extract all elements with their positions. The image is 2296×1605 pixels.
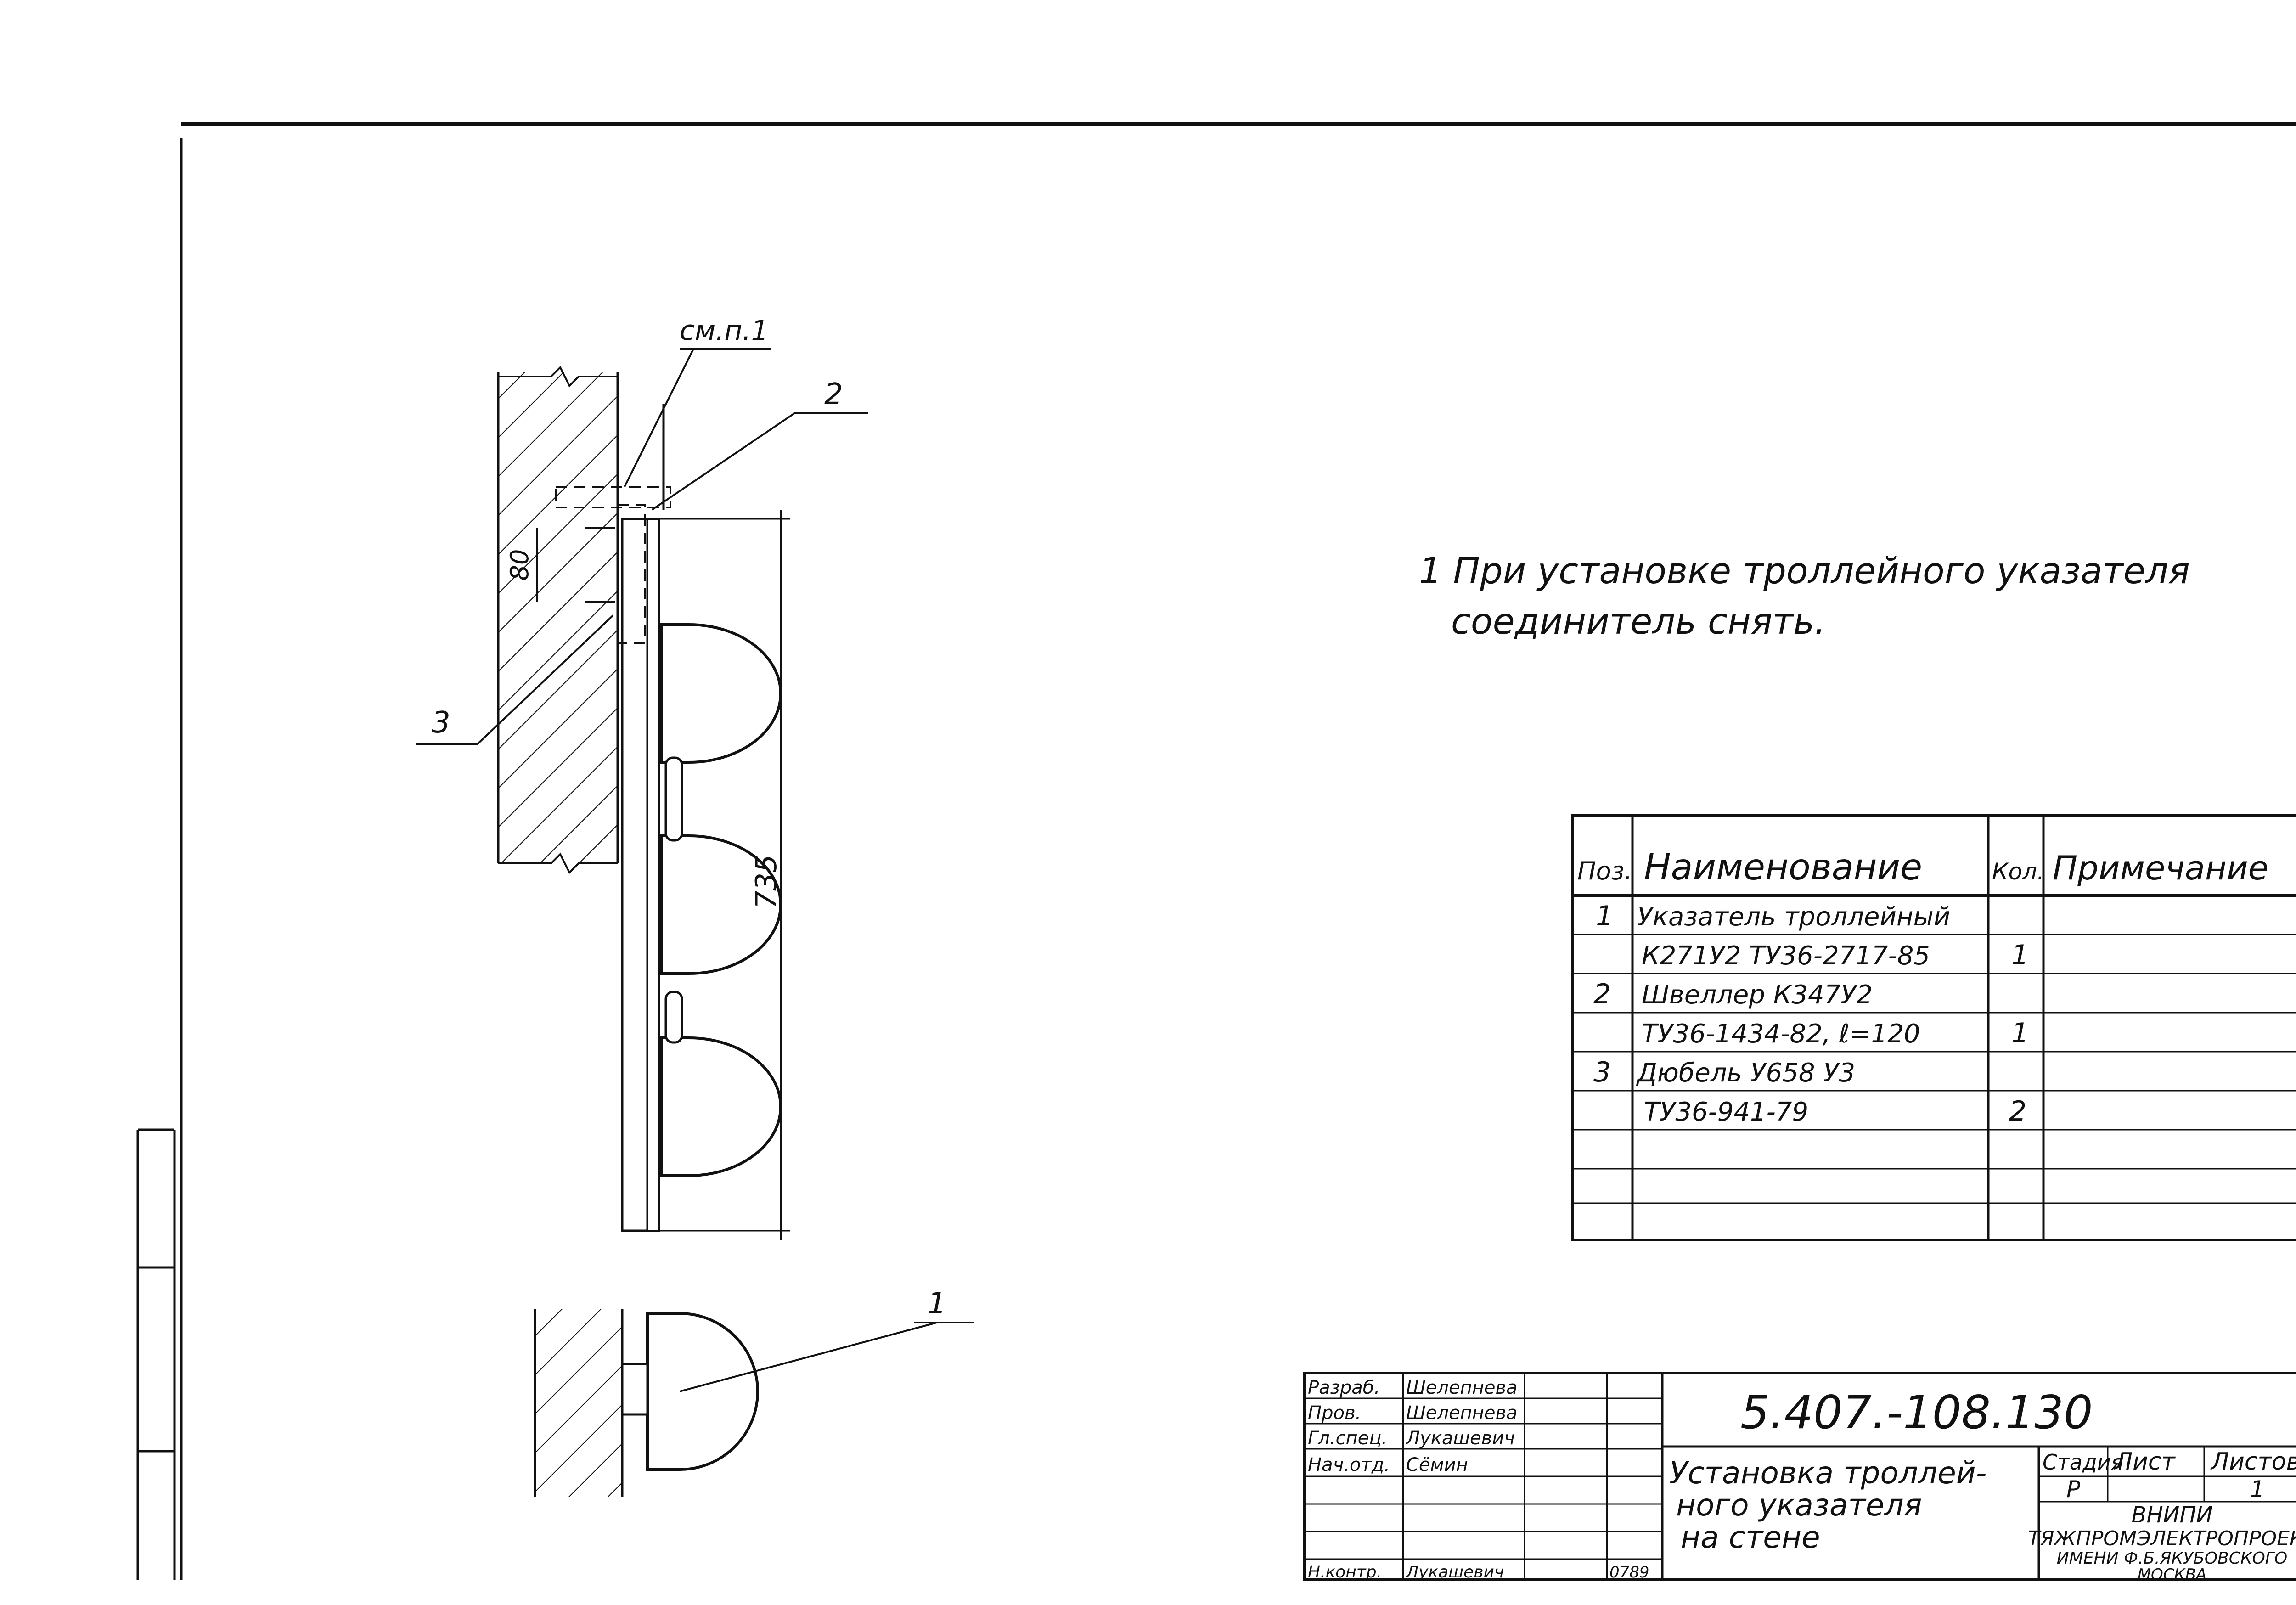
tb-role-1: Разраб. [1308, 1377, 1380, 1398]
tb-title-1: Установка троллей- [1669, 1455, 1987, 1491]
tb-name-2: Шелепнева [1406, 1402, 1518, 1424]
tb-designation: 5.407.-108.130 [1740, 1385, 2093, 1439]
dimension-height: 735 [749, 855, 783, 909]
row-1-name: Указатель троллейный [1637, 902, 1950, 932]
row-2-name: К271У2 ТУ36-2717-85 [1642, 941, 1930, 971]
tb-org-4: МОСКВА [2138, 1566, 2207, 1584]
header-name: Наименование [1644, 847, 1922, 888]
callout-ref: см.п.1 [680, 315, 769, 347]
tb-org-1: ВНИПИ [2132, 1502, 2213, 1528]
row-4-name: ТУ36-1434-82, ℓ=120 [1642, 1019, 1920, 1049]
channel-bracket [621, 518, 649, 1232]
tb-name-7: Лукашевич [1405, 1563, 1504, 1582]
callout-2: 2 [824, 377, 843, 411]
sheet-frame [136, 122, 2296, 1580]
header-qty: Кол. [1992, 858, 2044, 885]
row-6-name: ТУ36-941-79 [1644, 1097, 1808, 1127]
tb-org-2: ТЯЖПРОМЭЛЕКТРОПРОЕКТ [2028, 1527, 2296, 1550]
row-2-qty: 1 [2011, 939, 2029, 971]
tb-role-3: Гл.спец. [1308, 1428, 1387, 1449]
row-5-pos: 3 [1593, 1056, 1611, 1088]
specification-table: Поз. Наименование Кол. Примечание 1 Указ… [1571, 814, 2296, 1241]
header-pos: Поз. [1577, 856, 1632, 885]
callout-3: 3 [432, 706, 450, 740]
tb-sheet-label: Лист [2114, 1448, 2176, 1475]
tb-role-2: Пров. [1308, 1402, 1361, 1424]
title-block: Разраб. Шелепнева Пров. Шелепнева Гл.спе… [1303, 1372, 2296, 1584]
row-6-qty: 2 [2009, 1095, 2026, 1127]
row-5-name: Дюбель У658 У3 [1636, 1058, 1855, 1088]
note-line-1: 1 При установке троллейного указателя [1419, 551, 2190, 592]
tb-org-3: ИМЕНИ Ф.Б.ЯКУБОВСКОГО [2057, 1549, 2287, 1568]
row-3-name: Швеллер К347У2 [1642, 980, 1873, 1010]
indicator-lamp [660, 623, 782, 1177]
plan-view: 1 [534, 1287, 974, 1497]
tb-name-3: Лукашевич [1405, 1428, 1515, 1449]
tb-sheets: 1 [2250, 1476, 2265, 1503]
tb-stage: Р [2066, 1476, 2081, 1503]
tb-role-4: Нач.отд. [1308, 1454, 1390, 1475]
dimension-gap: 80 [505, 549, 534, 581]
wall-section [498, 372, 618, 863]
row-4-qty: 1 [2011, 1017, 2029, 1049]
elevation-view: 735 80 см.п.1 2 3 [416, 315, 868, 1240]
tb-role-7: Н.контр. [1308, 1563, 1382, 1582]
tb-title-2: ного указателя [1676, 1487, 1922, 1523]
tb-name-1: Шелепнева [1406, 1377, 1518, 1398]
note-line-2: соединитель снять. [1451, 601, 1826, 642]
tb-name-4: Сёмин [1406, 1454, 1468, 1475]
header-note: Примечание [2053, 849, 2268, 887]
tb-control-code: 0789 [1609, 1563, 1649, 1582]
tb-title-3: на стене [1681, 1520, 1820, 1555]
tb-sheets-label: Листов [2210, 1448, 2296, 1475]
row-1-pos: 1 [1596, 900, 1613, 932]
row-3-pos: 2 [1593, 978, 1611, 1010]
tb-stage-label: Стадия [2043, 1450, 2123, 1475]
callout-1: 1 [928, 1287, 946, 1321]
general-note: 1 При установке троллейного указателя со… [1419, 551, 2190, 642]
